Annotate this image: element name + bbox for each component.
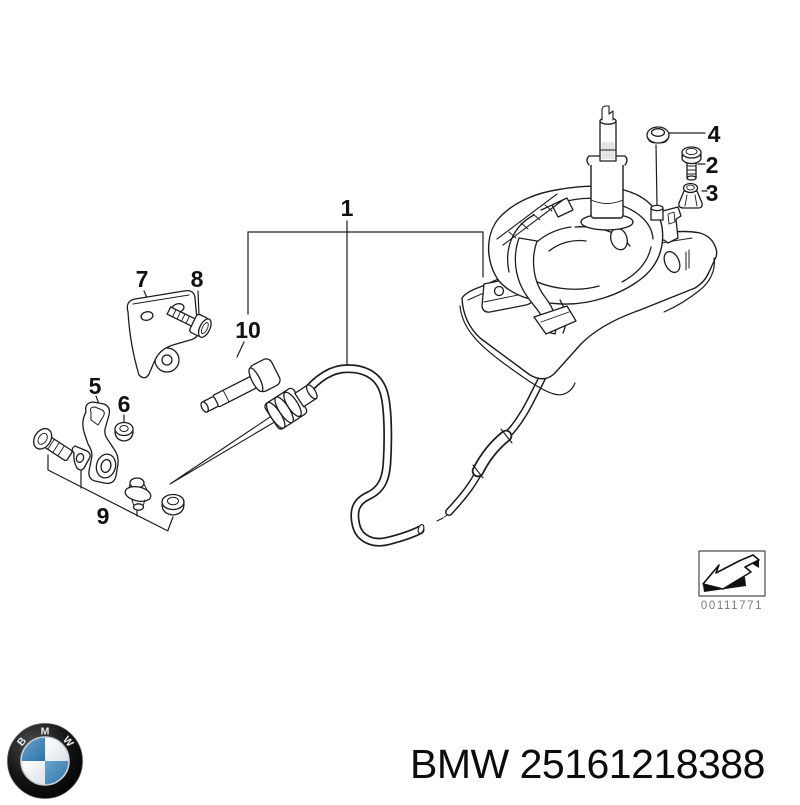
callout-1: 1 xyxy=(341,195,354,221)
callout-labels: 1 2 3 4 5 6 7 8 9 10 xyxy=(89,121,721,529)
bmw-logo: B M W xyxy=(4,722,86,800)
logo-letter-m: M xyxy=(41,726,50,738)
diagram-id-stamp: 00111771 xyxy=(698,550,766,612)
part-8-bolt-drawing xyxy=(166,306,212,339)
part-4-grommet-drawing xyxy=(646,126,670,144)
part-6-nut-drawing xyxy=(114,421,134,442)
diagram-id-text: 00111771 xyxy=(701,600,763,612)
callout-4: 4 xyxy=(708,121,721,147)
cable-clamp-drawing xyxy=(533,305,577,335)
part-2-bolt-drawing xyxy=(681,146,702,181)
part-9-fastener-set-drawing xyxy=(33,427,185,516)
callout-7: 7 xyxy=(136,266,149,292)
flange-screw xyxy=(124,477,152,511)
part-5-lever-drawing xyxy=(82,401,119,484)
direction-arrow-icon xyxy=(702,554,760,592)
exploded-parts-drawing: 00111771 1 2 3 4 5 6 7 8 9 10 xyxy=(33,105,766,612)
callout-8: 8 xyxy=(191,266,204,292)
callout-5: 5 xyxy=(89,373,102,399)
part-3-expanding-nut-drawing xyxy=(678,182,703,209)
part-1-cable-drawing xyxy=(169,323,557,547)
part-10-pin-drawing xyxy=(200,358,281,413)
shift-lever-shaft-drawing xyxy=(580,105,634,231)
logo-quadrants xyxy=(20,736,70,786)
cable-barrel xyxy=(264,384,318,430)
callout-6: 6 xyxy=(118,391,131,417)
callout-2: 2 xyxy=(706,152,719,178)
callout-3: 3 xyxy=(706,180,719,206)
flange-nut xyxy=(161,493,185,516)
part-number-title: BMW 25161218388 xyxy=(410,741,765,787)
part-7-bracket-drawing xyxy=(126,290,199,379)
callout-10: 10 xyxy=(235,317,261,343)
callout-9: 9 xyxy=(97,503,110,529)
